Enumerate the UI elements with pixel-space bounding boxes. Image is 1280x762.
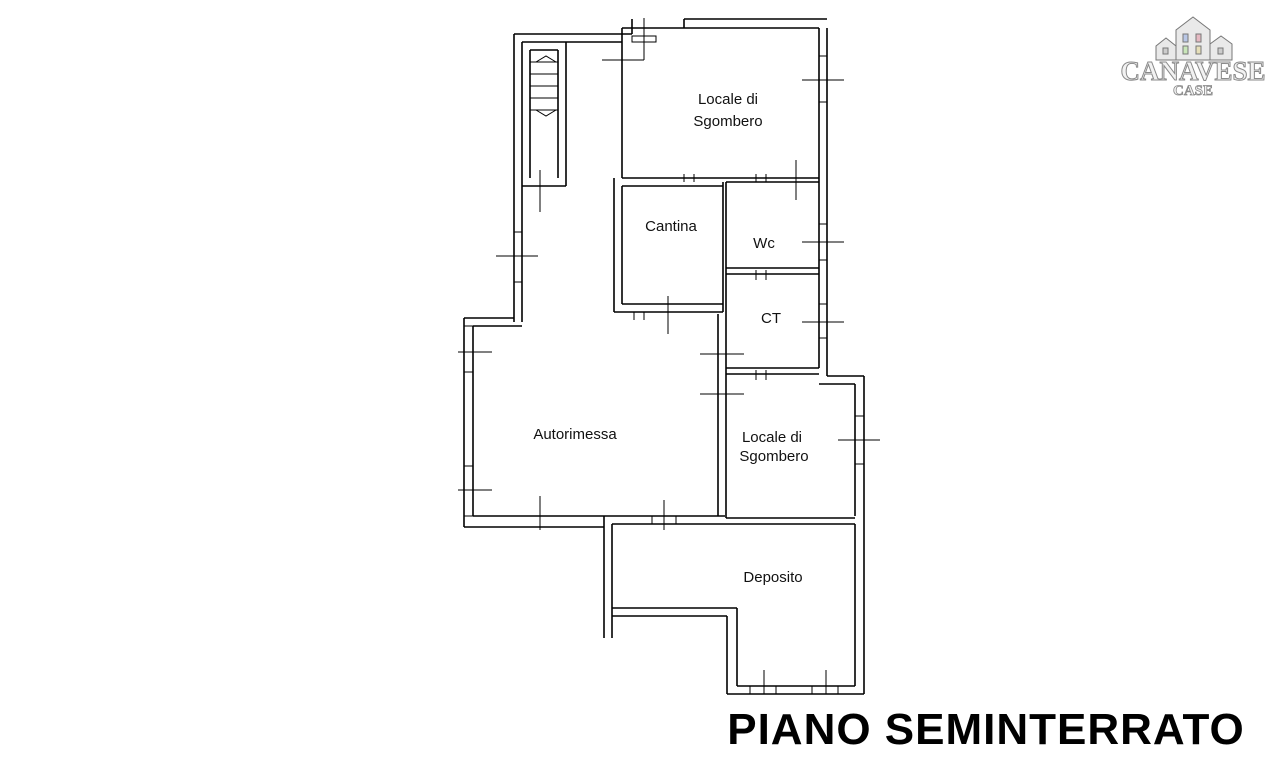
logo-line2: CASE bbox=[1173, 83, 1213, 99]
room-label-locale-sgombero-top-line2: Sgombero bbox=[693, 113, 762, 130]
logo-houses-icon bbox=[1155, 16, 1233, 61]
logo-line1: CANAVESE bbox=[1120, 56, 1265, 86]
tick-marks bbox=[458, 18, 880, 694]
room-label-locale-sgombero-right-line2: Sgombero bbox=[739, 448, 808, 465]
plan-title: PIANO SEMINTERRATO bbox=[727, 705, 1245, 754]
room-labels: Locale di Sgombero Cantina Wc CT Autorim… bbox=[533, 91, 808, 586]
room-label-deposito: Deposito bbox=[743, 569, 802, 586]
canavese-case-logo: CANAVESE CASE bbox=[1120, 16, 1266, 99]
windows bbox=[463, 35, 865, 695]
room-label-cantina: Cantina bbox=[645, 218, 697, 235]
room-label-locale-sgombero-right-line1: Locale di bbox=[742, 429, 802, 446]
walls bbox=[463, 18, 865, 695]
room-label-locale-sgombero-top-line1: Locale di bbox=[698, 91, 758, 108]
room-label-autorimessa: Autorimessa bbox=[533, 426, 617, 443]
staircase bbox=[530, 55, 558, 117]
room-label-ct: CT bbox=[761, 310, 781, 327]
room-label-wc: Wc bbox=[753, 235, 775, 252]
